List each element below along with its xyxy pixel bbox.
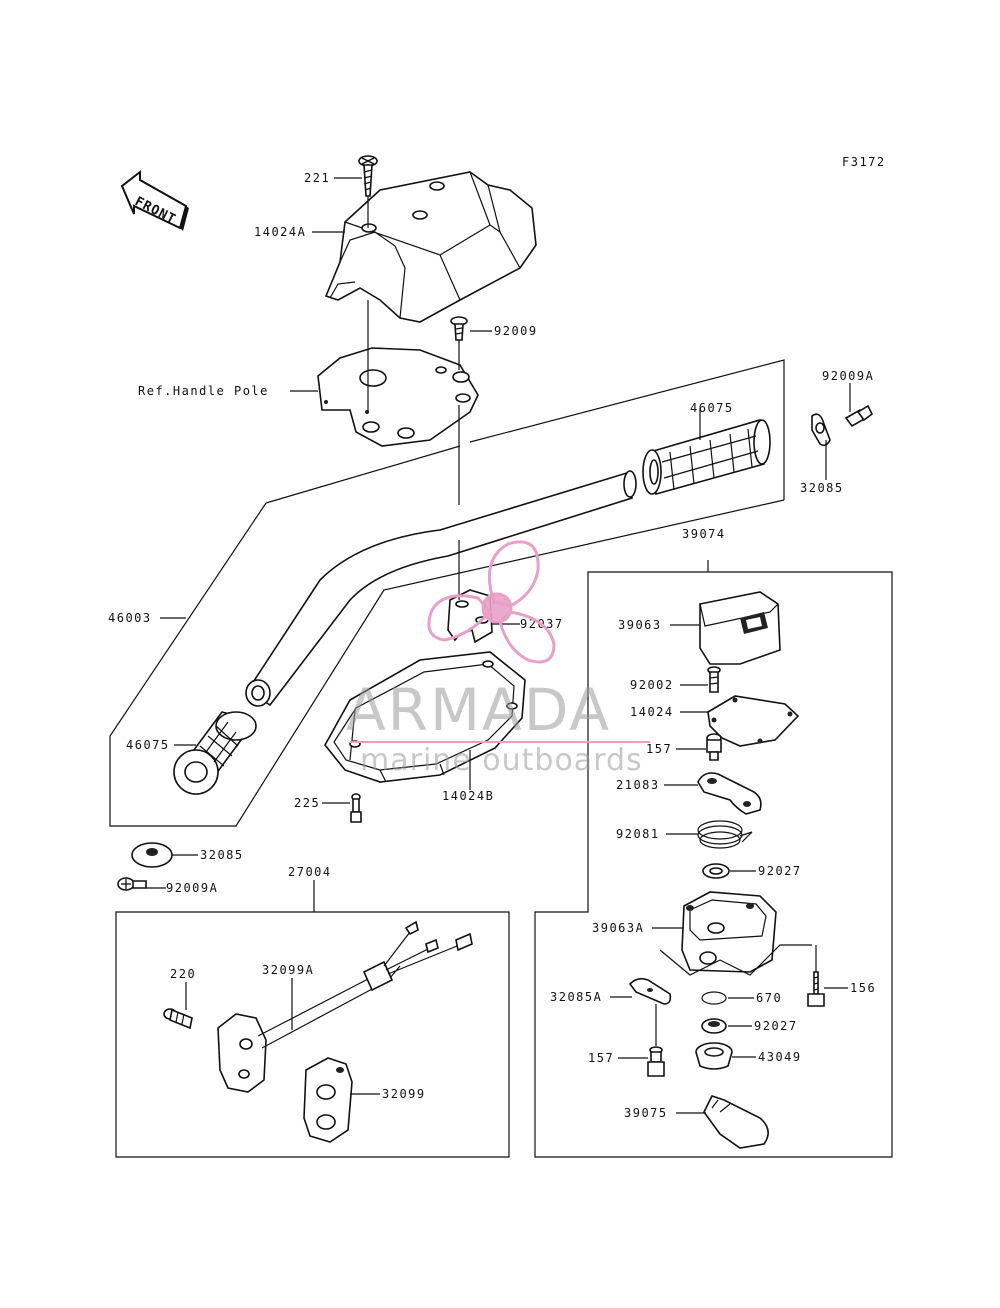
watermark-brand: ARMADA [346, 676, 611, 744]
label-670: 670 [756, 991, 782, 1005]
throttle-lever-39075 [703, 1095, 769, 1149]
handle-pole-plate [317, 347, 479, 447]
screw-156-icon [807, 971, 825, 1007]
label-32099: 32099 [382, 1087, 426, 1101]
label-46075-right: 46075 [690, 401, 734, 415]
handle-cover-top [324, 171, 537, 323]
handlebar-46003 [245, 470, 637, 707]
screw-225-icon [350, 793, 362, 823]
label-220: 220 [170, 967, 196, 981]
label-39063A: 39063A [592, 921, 644, 935]
handlebar-group-outline [109, 499, 785, 827]
leader-lines [146, 177, 851, 1114]
grip-right-46075 [642, 419, 771, 496]
oring-670 [701, 991, 727, 1005]
label-21083: 21083 [616, 778, 660, 792]
washer-92027-a [702, 863, 730, 879]
cap-32085-right [811, 413, 831, 447]
label-92002: 92002 [630, 678, 674, 692]
label-92027-b: 92027 [754, 1019, 798, 1033]
label-92027-a: 92027 [758, 864, 802, 878]
washer-92027-b [701, 1018, 727, 1034]
label-32085A: 32085A [550, 990, 602, 1004]
throttle-cover-39063 [699, 591, 781, 665]
screw-92009-icon [450, 316, 468, 341]
watermark: ARMADA marine outboards [346, 540, 650, 778]
label-157-bottom: 157 [588, 1051, 614, 1065]
watermark-tagline: marine outboards [360, 743, 643, 778]
lever-32085A [628, 977, 672, 1005]
label-46075-left: 46075 [126, 738, 170, 752]
screw-92009A-left-icon [117, 877, 147, 891]
screw-220-icon [163, 1008, 193, 1030]
arm-21083 [697, 772, 762, 815]
cap-32085-left [131, 842, 173, 868]
label-221: 221 [304, 171, 330, 185]
label-32085-right: 32085 [800, 481, 844, 495]
label-92009A-left: 92009A [166, 881, 218, 895]
label-156: 156 [850, 981, 876, 995]
propeller-logo-icon [427, 540, 556, 664]
group-39074-outline [534, 560, 893, 1158]
switch-housing-32099A [217, 920, 473, 1093]
label-92081: 92081 [616, 827, 660, 841]
grip-left-46075 [173, 711, 257, 795]
screw-92002-icon [707, 666, 721, 693]
label-27004: 27004 [288, 865, 332, 879]
label-39075: 39075 [624, 1106, 668, 1120]
screw-157-top-icon [706, 733, 722, 761]
throttle-housing-39063A [681, 891, 777, 973]
figure-code: F3172 [842, 155, 886, 169]
label-ref-handle-pole: Ref.Handle Pole [138, 384, 269, 398]
label-92009A-top: 92009A [822, 369, 874, 383]
label-32099A: 32099A [262, 963, 314, 977]
screw-157-bottom-icon [647, 1046, 665, 1077]
group-27004-outline [115, 880, 510, 1158]
plate-14024 [707, 695, 800, 747]
screw-221-icon [358, 155, 378, 197]
label-14024: 14024 [630, 705, 674, 719]
label-14024A: 14024A [254, 225, 306, 239]
label-157-top: 157 [646, 742, 672, 756]
seal-43049 [695, 1042, 733, 1070]
switch-cover-32099 [303, 1057, 353, 1143]
label-14024B: 14024B [442, 789, 494, 803]
screw-92009A-top-icon [844, 404, 874, 428]
label-39063: 39063 [618, 618, 662, 632]
front-arrow-icon: FRONT [120, 169, 189, 231]
label-225: 225 [294, 796, 320, 810]
spring-92081 [697, 820, 753, 849]
handle-cover-bottom-14024B [324, 651, 526, 783]
label-39074: 39074 [682, 527, 726, 541]
label-92009: 92009 [494, 324, 538, 338]
label-32085-left: 32085 [200, 848, 244, 862]
label-46003: 46003 [108, 611, 152, 625]
label-43049: 43049 [758, 1050, 802, 1064]
